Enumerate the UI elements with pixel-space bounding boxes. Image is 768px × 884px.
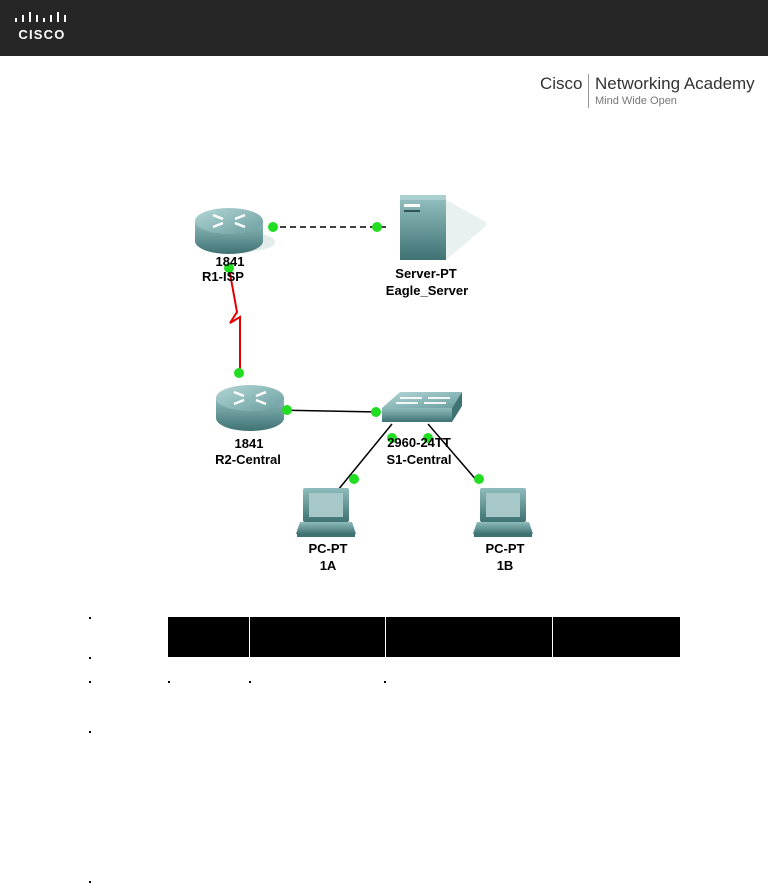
pc1a-name-label: 1A: [320, 558, 337, 573]
bullet-mark: [168, 681, 170, 683]
pc-1b-icon[interactable]: [473, 488, 533, 537]
r1-name-label: R1-ISP: [202, 269, 244, 284]
cisco-logo-text: CISCO: [18, 27, 66, 42]
bullet-mark: [89, 657, 91, 659]
pc1a-model-label: PC-PT: [309, 541, 348, 556]
server-icon[interactable]: [400, 195, 486, 260]
r2-name-label: R2-Central: [215, 452, 281, 467]
link-s1-pc1a: [337, 423, 393, 491]
table-header-cell: [249, 617, 386, 657]
pc1b-name-label: 1B: [497, 558, 514, 573]
port-dot-s1-sw: [387, 433, 397, 443]
server-name-label: Eagle_Server: [386, 283, 468, 298]
link-r1-r2-serial: [228, 267, 241, 373]
bullet-mark: [89, 617, 91, 619]
router-r2-icon[interactable]: [216, 385, 284, 431]
port-dot-r1-east: [268, 222, 278, 232]
bullet-mark: [384, 681, 386, 683]
s1-model-label: 2960-24TT: [387, 435, 451, 450]
addressing-table: [168, 617, 680, 657]
port-dot-server: [372, 222, 382, 232]
port-dot-pc1a: [349, 474, 359, 484]
server-model-label: Server-PT: [395, 266, 456, 281]
table-header-cell: [385, 617, 553, 657]
table-header-cell: [552, 617, 680, 657]
port-dot-s1-se: [423, 433, 433, 443]
port-dot-r2-east: [282, 405, 292, 415]
cisco-logo-icon: [15, 12, 66, 22]
port-dot-s1-west: [371, 407, 381, 417]
port-dot-r2-north: [234, 368, 244, 378]
bullet-mark: [89, 731, 91, 733]
bullet-mark: [89, 881, 91, 883]
link-s1-pc1b: [427, 423, 479, 483]
academy-brand: Cisco: [540, 74, 583, 93]
r2-model-label: 1841: [235, 436, 264, 451]
pc-1a-icon[interactable]: [296, 488, 356, 537]
s1-name-label: S1-Central: [386, 452, 451, 467]
bullet-mark: [89, 681, 91, 683]
switch-s1-icon[interactable]: [382, 392, 462, 422]
bullet-mark: [249, 681, 251, 683]
r1-model-label: 1841: [216, 254, 245, 269]
port-dot-r1-south: [224, 263, 234, 273]
academy-divider: [588, 74, 589, 108]
pc1b-model-label: PC-PT: [486, 541, 525, 556]
router-r1-icon[interactable]: [195, 208, 275, 254]
top-banner: CISCO: [0, 0, 768, 56]
port-dot-pc1b: [474, 474, 484, 484]
academy-name: Networking Academy: [595, 74, 755, 93]
network-topology-diagram: 1841 R1-ISP Server-PT Eagle_Server 1841 …: [195, 195, 533, 573]
academy-tagline: Mind Wide Open: [595, 95, 677, 107]
table-header-cell: [168, 617, 250, 657]
addressing-table-header: [168, 617, 680, 657]
